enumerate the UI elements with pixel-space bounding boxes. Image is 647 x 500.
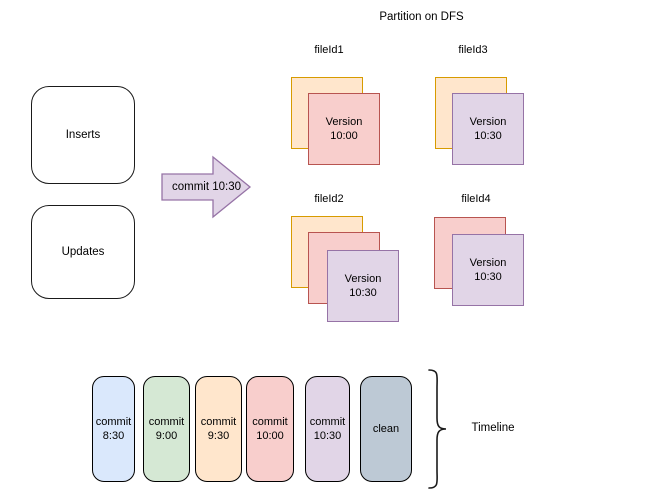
fileid4-label: fileId4 — [461, 193, 491, 205]
timeline-commit-1000-label: commit 10:00 — [252, 416, 288, 442]
fileid2-current-version-square: Version 10:30 — [327, 250, 399, 322]
timeline-brace-icon — [428, 369, 447, 489]
fileid1-label: fileId1 — [314, 44, 344, 56]
fileid3-version-label: Version 10:30 — [469, 116, 507, 142]
timeline-commit-930-label: commit 9:30 — [200, 416, 237, 442]
fileid1-current-version-square: Version 10:00 — [308, 93, 380, 165]
timeline-commit-830: commit 8:30 — [92, 376, 135, 482]
commit-arrow — [161, 155, 252, 219]
timeline-clean-label: clean — [372, 423, 400, 435]
fileid4-current-version-square: Version 10:30 — [452, 234, 524, 306]
timeline-commit-1000: commit 10:00 — [246, 376, 294, 482]
inserts-box: Inserts — [31, 86, 135, 184]
fileid2-label: fileId2 — [314, 193, 344, 205]
timeline-commit-1030-label: commit 10:30 — [309, 416, 346, 442]
diagram-title: Partition on DFS — [379, 11, 464, 23]
timeline-commit-900-label: commit 9:00 — [148, 416, 185, 442]
timeline-commit-900: commit 9:00 — [143, 376, 190, 482]
updates-label: Updates — [61, 246, 105, 258]
timeline-commit-930: commit 9:30 — [195, 376, 242, 482]
fileid3-label: fileId3 — [458, 44, 488, 56]
fileid1-version-label: Version 10:00 — [325, 116, 363, 142]
commit-arrow-label: commit 10:30 — [172, 181, 242, 193]
timeline-label: Timeline — [471, 422, 515, 434]
updates-box: Updates — [31, 205, 135, 299]
fileid2-version-label: Version 10:30 — [344, 273, 382, 299]
timeline-clean: clean — [360, 376, 412, 482]
fileid4-version-label: Version 10:30 — [469, 257, 507, 283]
inserts-label: Inserts — [65, 129, 101, 141]
fileid3-current-version-square: Version 10:30 — [452, 93, 524, 165]
timeline-commit-830-label: commit 8:30 — [95, 416, 132, 442]
timeline-commit-1030: commit 10:30 — [305, 376, 350, 482]
